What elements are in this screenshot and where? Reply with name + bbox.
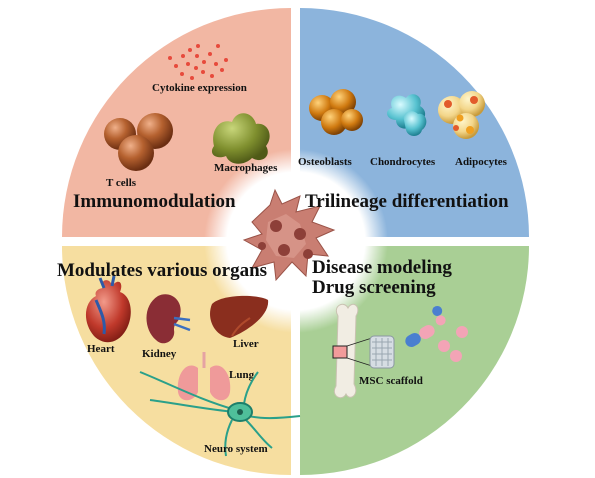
label-macrophages: Macrophages <box>214 162 278 174</box>
label-chondrocytes: Chondrocytes <box>370 156 436 168</box>
title-immunomodulation: Immunomodulation <box>73 191 236 212</box>
label-t-cells: T cells <box>106 177 137 189</box>
label-kidney: Kidney <box>142 348 177 360</box>
heart-icon <box>85 275 131 343</box>
scaffold-icon <box>369 335 395 369</box>
label-msc-scaffold: MSC scaffold <box>359 375 423 387</box>
liver-icon <box>210 295 269 338</box>
label-osteoblasts: Osteoblasts <box>298 156 353 168</box>
title-organs: Modulates various organs <box>57 260 267 281</box>
label-lung: Lung <box>229 369 255 381</box>
t-cells-icon <box>104 113 173 171</box>
adipocytes-icon <box>438 91 485 139</box>
label-cytokine-expression: Cytokine expression <box>152 82 247 94</box>
drug-pills-icon <box>405 305 468 362</box>
macrophage-icon <box>211 113 270 164</box>
label-adipocytes: Adipocytes <box>455 156 508 168</box>
title-trilineage: Trilineage differentiation <box>305 191 509 212</box>
title-drug-screening: Drug screening <box>312 277 436 298</box>
lung-icon <box>177 352 231 401</box>
label-liver: Liver <box>233 338 259 350</box>
label-heart: Heart <box>87 343 115 355</box>
neuron-icon <box>139 371 301 457</box>
title-disease-modeling: Disease modeling <box>312 257 452 278</box>
chondrocytes-icon <box>387 94 427 136</box>
msc-cell-cluster-icon <box>242 188 336 282</box>
osteoblasts-icon <box>309 89 363 135</box>
kidney-icon <box>146 294 191 344</box>
cytokine-dots-icon <box>168 44 228 80</box>
label-neuro-system: Neuro system <box>204 443 268 455</box>
bone-icon <box>332 303 373 399</box>
